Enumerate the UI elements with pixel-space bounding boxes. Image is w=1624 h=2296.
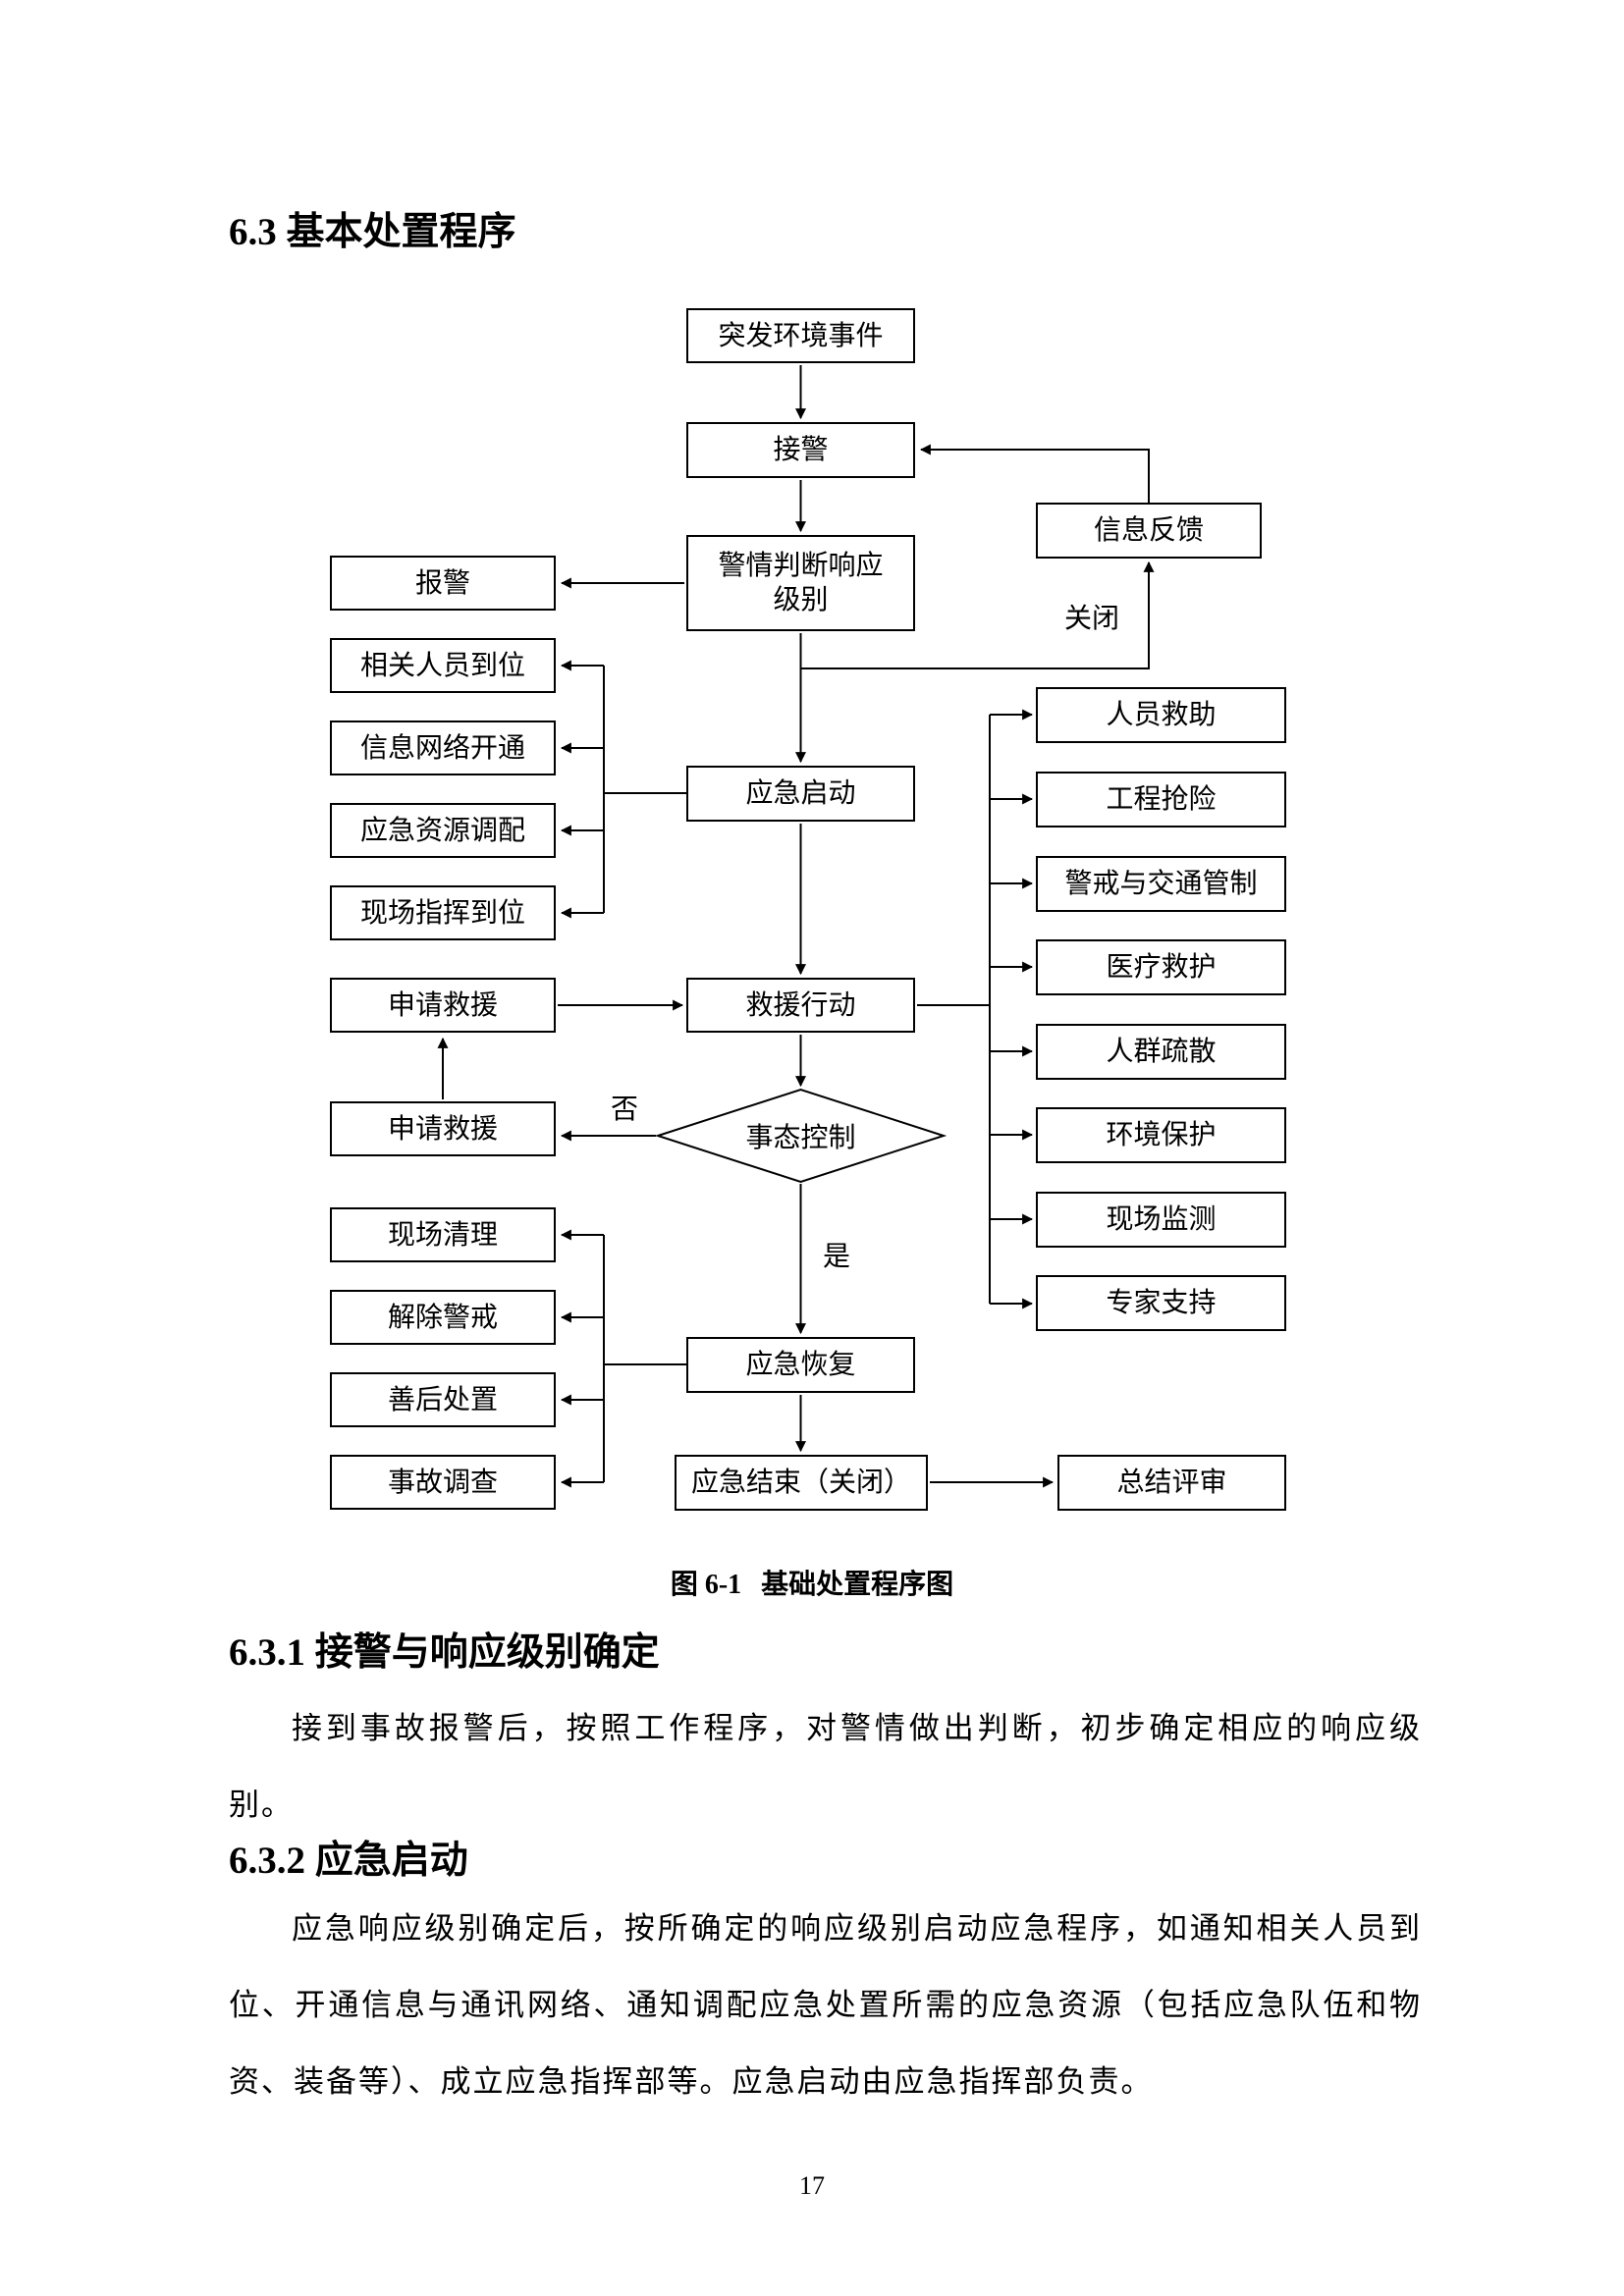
section-6-3-1-heading: 6.3.1 接警与响应级别确定 (229, 1631, 660, 1674)
flow-node-emergency-start: 应急启动 (686, 766, 915, 822)
flow-node-env-protection: 环境保护 (1036, 1107, 1286, 1163)
flow-node-crowd-evacuation: 人群疏散 (1036, 1024, 1286, 1080)
flow-node-request-rescue-1: 申请救援 (330, 978, 556, 1033)
flow-node-lift-alert: 解除警戒 (330, 1290, 556, 1345)
flow-node-summary-review: 总结评审 (1057, 1455, 1286, 1511)
flow-node-expert-support: 专家支持 (1036, 1275, 1286, 1331)
flow-node-network-open: 信息网络开通 (330, 721, 556, 775)
section-6-3-2-paragraph: 应急响应级别确定后，按所确定的响应级别启动应急程序，如通知相关人员到位、开通信息… (229, 1911, 1422, 2099)
flow-node-site-monitoring: 现场监测 (1036, 1192, 1286, 1248)
flow-node-emergency-end: 应急结束（关闭） (675, 1455, 928, 1511)
section-6-3-heading: 6.3 基本处置程序 (229, 211, 516, 253)
section-6-3-1-paragraph: 接到事故报警后，按照工作程序，对警情做出判断，初步确定相应的响应级别。 (229, 1711, 1422, 1822)
flow-node-emergency-recovery: 应急恢复 (686, 1337, 915, 1393)
edge-label-no: 否 (611, 1095, 639, 1125)
figure-caption: 图 6-1 基础处置程序图 (0, 1563, 1624, 1602)
flow-node-report: 报警 (330, 556, 556, 611)
flow-node-resource-dispatch: 应急资源调配 (330, 803, 556, 858)
flow-node-rescue-people: 人员救助 (1036, 687, 1286, 743)
edge-label-close: 关闭 (1064, 604, 1120, 634)
flow-node-accident-investigation: 事故调查 (330, 1455, 556, 1510)
flow-node-site-command: 现场指挥到位 (330, 885, 556, 940)
flow-node-aftermath: 善后处置 (330, 1372, 556, 1427)
situation-control-diamond (654, 1088, 947, 1184)
flow-node-incident: 突发环境事件 (686, 308, 915, 363)
flow-node-site-cleanup: 现场清理 (330, 1207, 556, 1262)
section-6-3-2-heading: 6.3.2 应急启动 (229, 1840, 468, 1882)
flow-node-traffic-control: 警戒与交通管制 (1036, 856, 1286, 912)
flow-node-info-feedback: 信息反馈 (1036, 503, 1262, 559)
flow-node-request-rescue-2: 申请救援 (330, 1101, 556, 1156)
flow-node-medical-aid: 医疗救护 (1036, 939, 1286, 995)
flow-node-situation-control-label: 事态控制 (745, 1123, 856, 1153)
page-number: 17 (799, 2171, 825, 2200)
flow-node-receive-alarm: 接警 (686, 422, 915, 478)
figure-caption-label: 图 6-1 (670, 1570, 742, 1600)
edge-label-yes: 是 (823, 1242, 851, 1272)
flow-node-engineering-rescue: 工程抢险 (1036, 772, 1286, 828)
flow-node-rescue-action: 救援行动 (686, 978, 915, 1033)
flow-node-judge-level: 警情判断响应 级别 (686, 535, 915, 631)
flow-node-personnel-in-place: 相关人员到位 (330, 638, 556, 693)
flow-edges (437, 365, 1155, 1488)
figure-caption-text: 基础处置程序图 (761, 1570, 954, 1600)
